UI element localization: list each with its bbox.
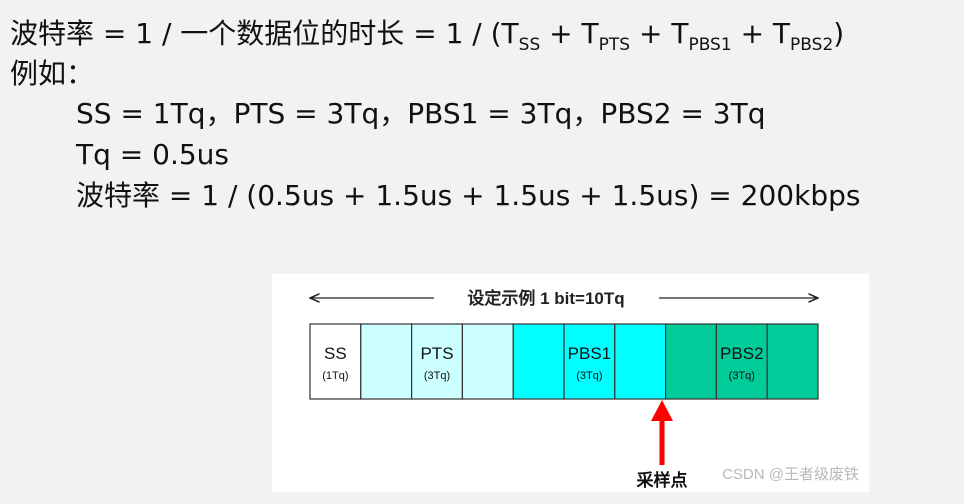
subscript-ss: SS [518,35,541,55]
segment-name-ss: SS [324,344,347,363]
tq-cell-pts-2 [411,323,464,400]
formula-plus-1: + T [540,17,599,50]
tq-cell-pbs2-1 [665,323,718,400]
formula-close: ) [833,17,845,50]
tq-cell-pbs2-2 [715,323,768,400]
tq-cell-pbs1-2 [563,323,616,400]
tq-cell-pbs1-1 [512,323,565,400]
subscript-pts: PTS [598,35,631,55]
segment-tq-pbs2: (3Tq) [729,370,755,382]
segment-name-pts: PTS [420,344,453,363]
tq-cell-pts-1 [360,323,413,400]
tq-cell-pts-3 [461,323,514,400]
segment-labels: SS (1Tq) PTS (3Tq) PBS1 (3Tq) PBS2 (3Tq) [322,344,763,382]
formula-main: 波特率 = 1 / 一个数据位的时长 = 1 / (T [10,17,519,50]
segment-values: SS = 1Tq，PTS = 3Tq，PBS1 = 3Tq，PBS2 = 3Tq [76,97,766,130]
tq-value: Tq = 0.5us [76,138,230,171]
segment-name-pbs1: PBS1 [568,344,611,363]
csdn-watermark: CSDN @王者级废铁 [722,466,859,483]
sample-point-arrow [651,400,673,465]
baud-rate-calculation: 波特率 = 1 / (0.5us + 1.5us + 1.5us + 1.5us… [76,179,861,212]
segment-name-pbs2: PBS2 [720,344,763,363]
segment-tq-pbs1: (3Tq) [576,370,602,382]
tq-cells [309,323,819,400]
tq-cell-pbs1-3 [614,323,667,400]
subscript-pbs1: PBS1 [688,35,732,55]
formula-plus-2: + T [630,17,689,50]
example-label: 例如： [10,57,95,90]
tq-cell-pbs2-3 [766,323,819,400]
bit-timing-diagram: 设定示例 1 bit=10Tq SS (1Tq) PTS (3Tq) PBS1 (3Tq)… [272,288,869,491]
sample-point-label: 采样点 [636,470,688,491]
baud-rate-formula: 波特率 = 1 / 一个数据位的时长 = 1 / (TSS + TPTS + T… [10,16,844,56]
subscript-pbs2: PBS2 [790,35,834,55]
bit-timing-figure: 设定示例 1 bit=10Tq SS (1Tq) PTS (3Tq) PBS1 (3Tq)… [272,274,869,492]
bit-width-caption: 设定示例 1 bit=10Tq [467,288,624,308]
formula-plus-3: + T [731,17,791,50]
segment-tq-ss: (1Tq) [322,370,348,382]
tq-cell-ss-1 [309,323,362,400]
sample-point-arrow-head [651,400,673,421]
segment-tq-pts: (3Tq) [424,370,450,382]
